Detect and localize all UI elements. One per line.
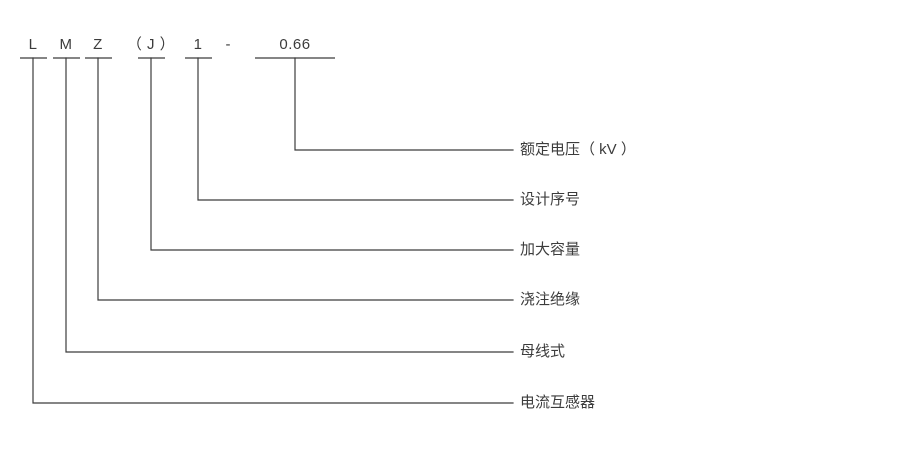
leader-line xyxy=(97,57,514,301)
leader-label: 加大容量 xyxy=(520,241,581,258)
leader-line xyxy=(65,57,514,353)
leader-label: 电流互感器 xyxy=(520,394,596,411)
model-code-token: 0.66 xyxy=(279,36,311,53)
leader-line xyxy=(197,57,514,201)
model-code-token: Z xyxy=(93,36,103,53)
leader-line xyxy=(32,57,514,404)
leader-line-paths xyxy=(32,57,514,404)
model-code-token: L xyxy=(28,36,38,53)
model-code-token: M xyxy=(59,36,73,53)
leader-label: 设计序号 xyxy=(520,191,581,208)
leader-label: 母线式 xyxy=(520,343,566,360)
model-code-token: （ J ） xyxy=(126,36,176,53)
model-code-separator: - xyxy=(225,36,231,53)
leader-label: 额定电压（ kV ） xyxy=(520,141,636,158)
model-code-token: 1 xyxy=(193,36,203,53)
leader-line xyxy=(294,57,514,151)
leader-line xyxy=(150,57,514,251)
leader-label: 浇注绝缘 xyxy=(520,291,581,308)
